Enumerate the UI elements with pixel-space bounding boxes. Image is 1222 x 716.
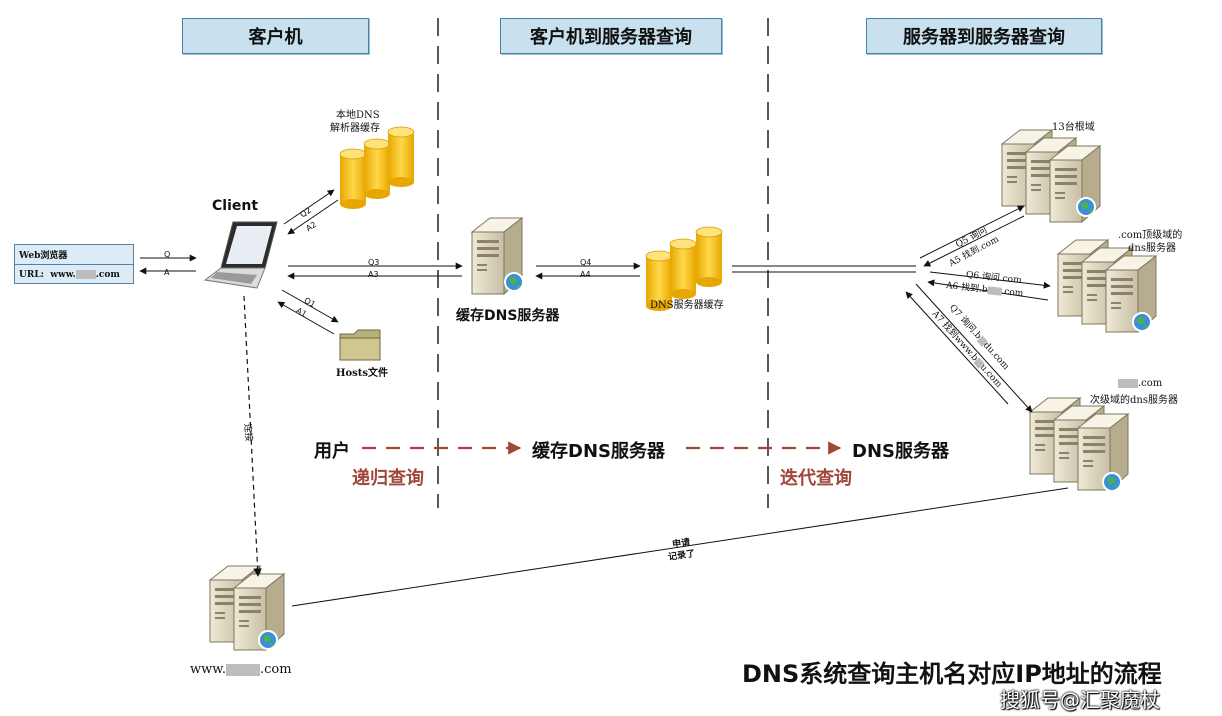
- local-cache-label-2: 解析器缓存: [330, 123, 380, 134]
- redaction-block: [1118, 379, 1138, 388]
- header-server-to-server: 服务器到服务器查询: [866, 18, 1102, 54]
- diagram-caption: DNS系统查询主机名对应IP地址的流程: [742, 660, 1162, 688]
- client-label: Client: [212, 198, 259, 214]
- tld-label-2: dns服务器: [1128, 243, 1176, 254]
- redaction-block: [987, 285, 1002, 296]
- web-browser-box: Web浏览器 URL: www. .com: [14, 244, 134, 284]
- redaction-block: [225, 663, 260, 676]
- flow-recursive-label: 递归查询: [352, 468, 424, 489]
- watermark: 搜狐号@汇聚魔杖: [1000, 688, 1160, 712]
- browser-title: Web浏览器: [19, 251, 68, 261]
- label-q4: Q4: [580, 258, 592, 267]
- web-server-label: www..com: [190, 662, 292, 677]
- hosts-label: Hosts文件: [336, 368, 388, 379]
- flow-caching-server: 缓存DNS服务器: [532, 441, 665, 462]
- arrow-q1: [281, 289, 339, 323]
- local-dns-cache-icon: [339, 126, 415, 210]
- arrow-a1: [277, 301, 335, 335]
- arrow-a2: [287, 199, 339, 235]
- arrow-q5: [919, 205, 1025, 259]
- arrow-a5: [923, 215, 1025, 267]
- label-a4: A4: [580, 270, 591, 279]
- label-connect: 连接: [241, 423, 254, 443]
- label-q: Q: [164, 250, 171, 259]
- local-cache-label-1: 本地DNS: [336, 110, 380, 121]
- tld-label-1: .com顶级域的: [1118, 230, 1183, 241]
- root-servers-icon: [1001, 129, 1101, 223]
- browser-url: URL: www. .com: [15, 264, 133, 284]
- caching-server-label: 缓存DNS服务器: [456, 308, 560, 324]
- root-label: 13台根域: [1052, 122, 1095, 133]
- second-level-servers-icon: [1029, 397, 1129, 492]
- arrow-apply-record: [291, 487, 1069, 607]
- header-client-to-server: 客户机到服务器查询: [500, 18, 722, 54]
- label-q3: Q3: [368, 258, 380, 267]
- flow-iterative-label: 迭代查询: [780, 468, 852, 489]
- header-client: 客户机: [182, 18, 369, 54]
- arrow-q6: [929, 271, 1051, 289]
- flow-user: 用户: [314, 441, 350, 462]
- caching-dns-server-icon: [471, 217, 524, 295]
- redaction-block: [75, 270, 96, 279]
- laptop-icon: [203, 221, 278, 289]
- arrow-a7: [905, 291, 1009, 405]
- browser-url-prefix: www.: [50, 269, 76, 280]
- flow-dns-server: DNS服务器: [852, 441, 949, 462]
- arrow-q2: [283, 189, 335, 225]
- arrow-q7: [915, 283, 1033, 413]
- arrow-connect: [243, 295, 262, 577]
- label-a: A: [164, 268, 170, 277]
- second-level-label-1: .com: [1118, 378, 1162, 389]
- web-server-icon: [209, 565, 285, 651]
- browser-url-label: URL:: [19, 269, 44, 280]
- browser-url-suffix: .com: [95, 269, 120, 280]
- dns-cache-label: DNS服务器缓存: [650, 300, 724, 311]
- folder-icon: [339, 329, 381, 361]
- label-a3: A3: [368, 270, 379, 279]
- second-level-label-2: 次级域的dns服务器: [1090, 395, 1178, 406]
